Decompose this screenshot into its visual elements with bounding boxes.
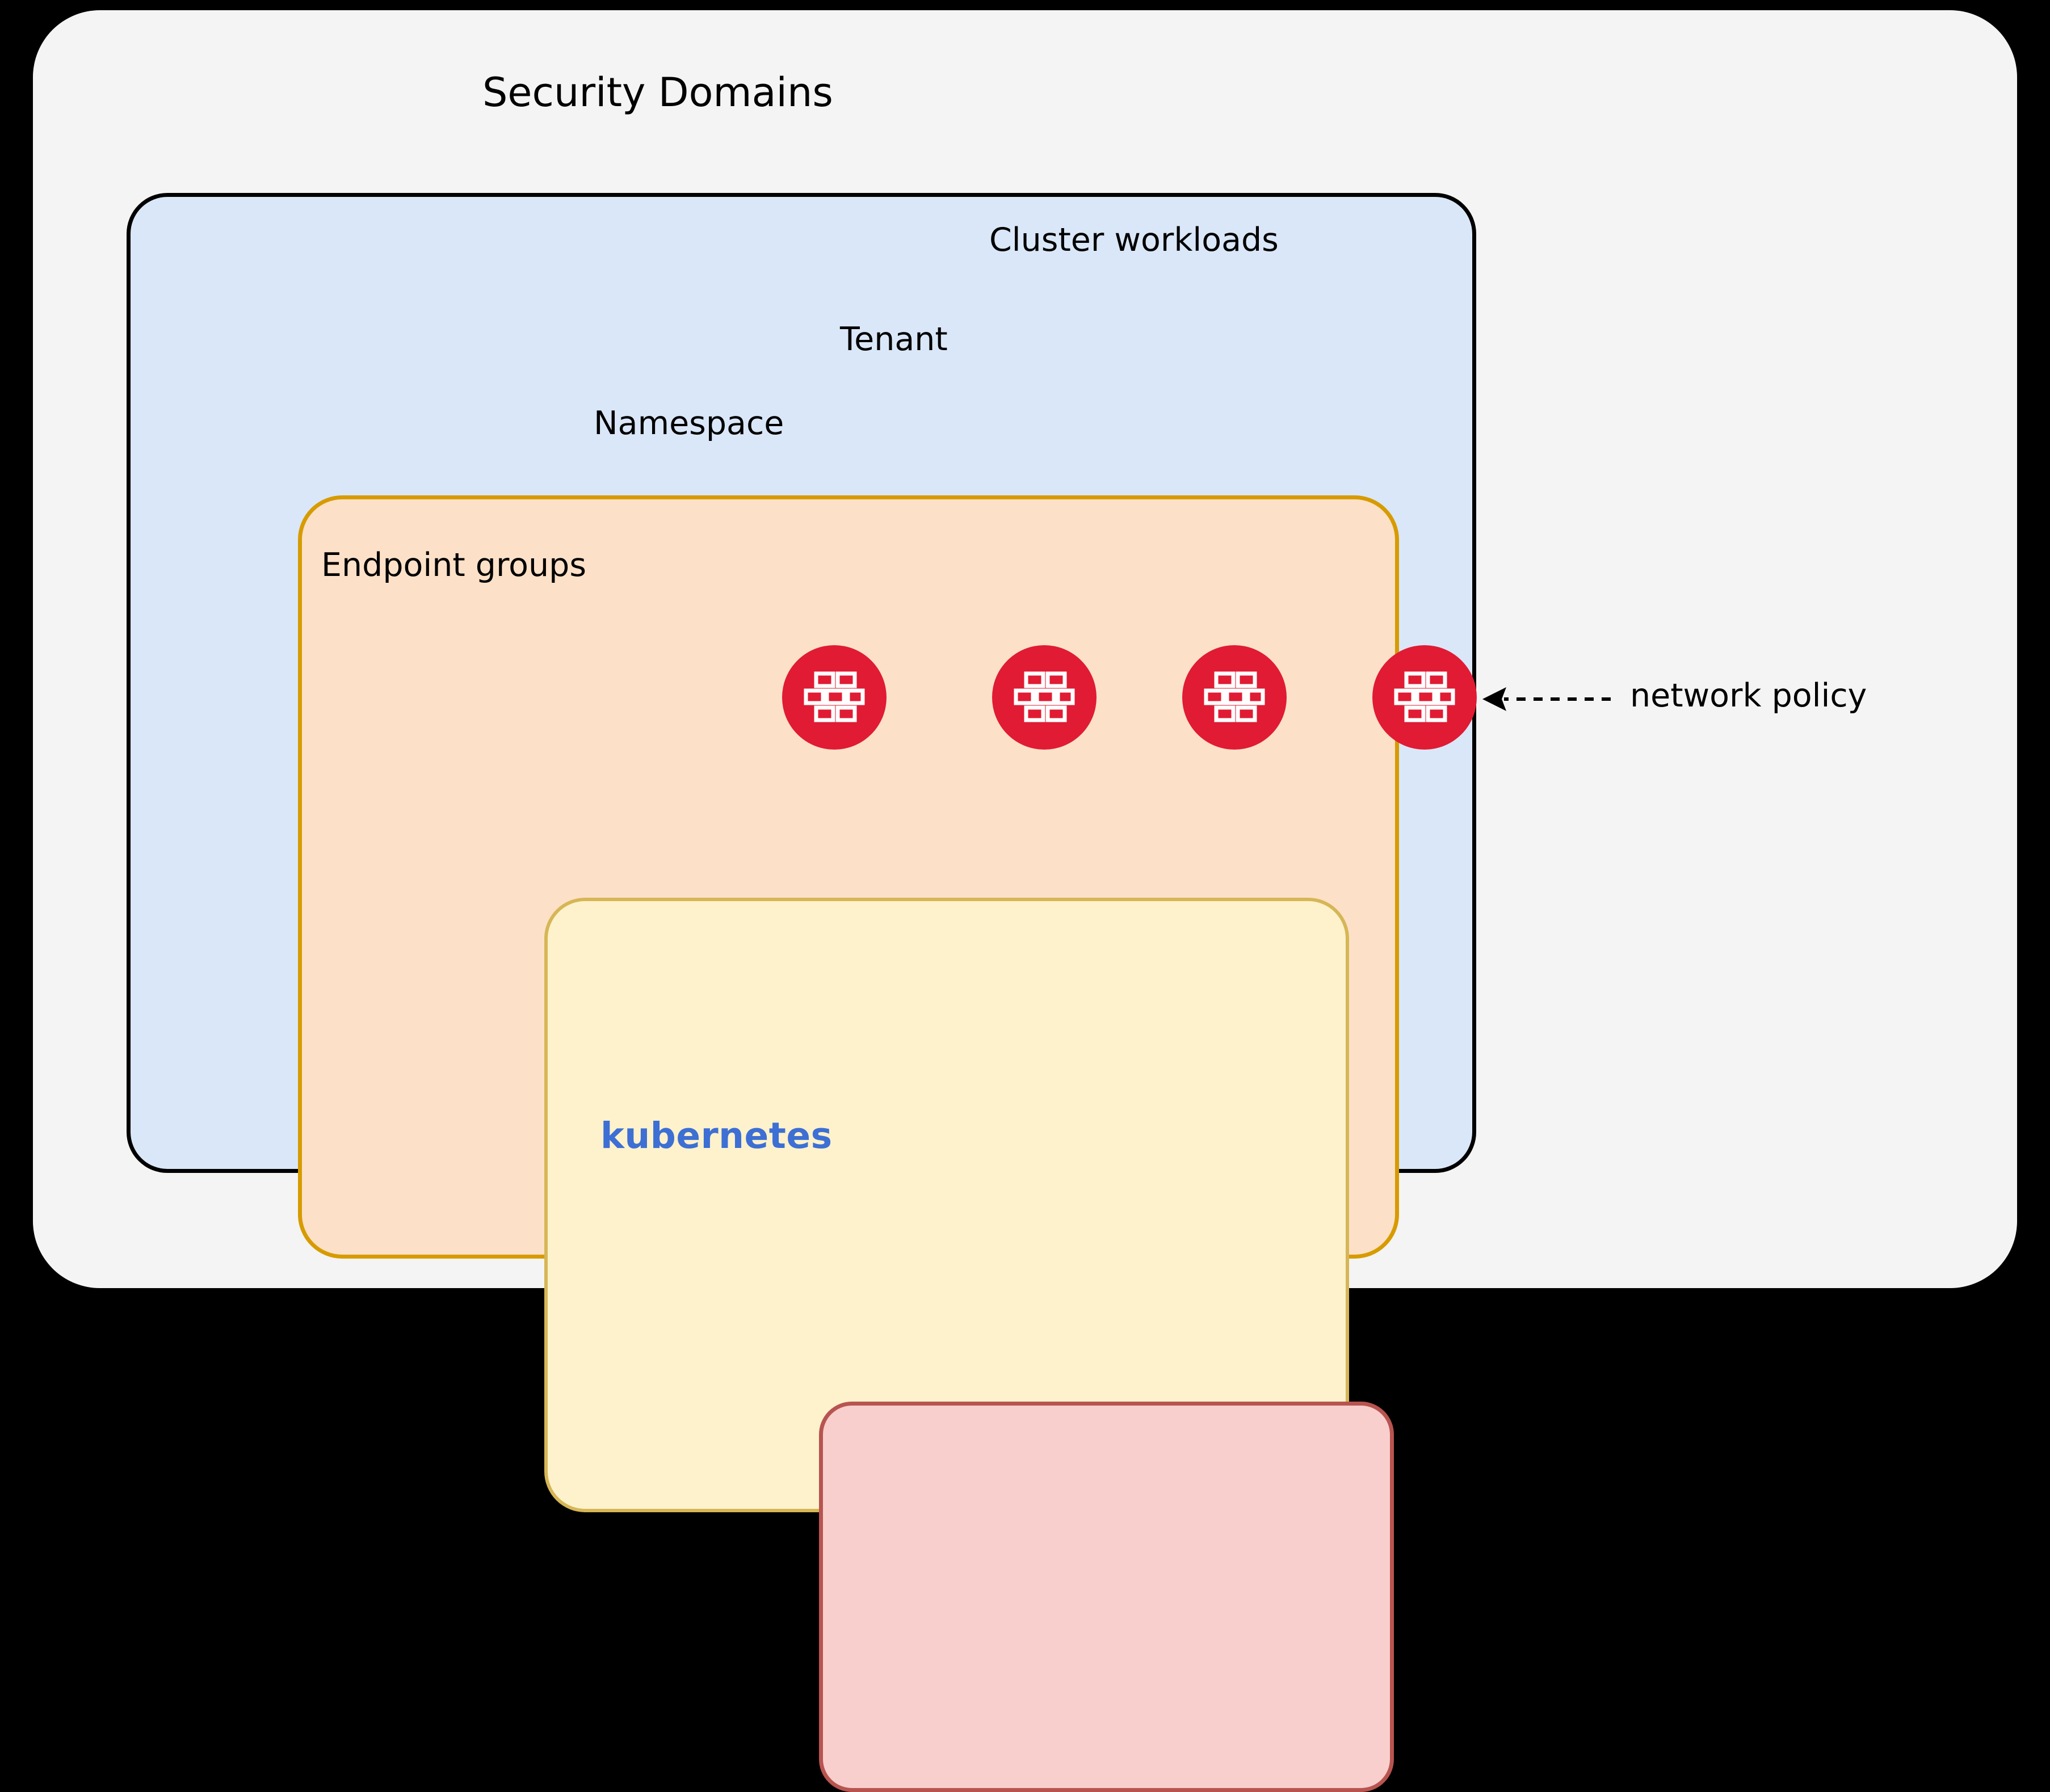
- network-policy-connector: [1480, 672, 1991, 726]
- dashed-arrow-left-icon: [1482, 687, 1611, 711]
- policy-node-tenant[interactable]: [1182, 645, 1287, 750]
- firewall-brick-wall-icon: [804, 671, 865, 722]
- firewall-brick-wall-icon: [1394, 671, 1455, 722]
- endpoint-groups-label: Endpoint groups: [321, 546, 587, 584]
- cluster-workloads-label: Cluster workloads: [989, 221, 1279, 259]
- namespace-label: Namespace: [594, 405, 784, 442]
- kubernetes-logo-label: kubernetes: [600, 1115, 833, 1156]
- diagram-canvas: Security Domains Cluster workloads Tenan…: [33, 10, 2017, 1792]
- network-policy-label: network policy: [1630, 677, 1867, 714]
- endpoint-groups-container: [819, 1402, 1394, 1792]
- security-domains-title: Security Domains: [482, 69, 833, 116]
- tenant-container: [298, 495, 1399, 1792]
- policy-node-outer[interactable]: [1372, 645, 1477, 750]
- policy-node-namespace[interactable]: [992, 645, 1097, 750]
- policy-node-endpoint-groups[interactable]: [782, 645, 887, 750]
- tenant-label: Tenant: [840, 321, 948, 358]
- firewall-brick-wall-icon: [1014, 671, 1075, 722]
- namespace-container: [544, 898, 1394, 1792]
- firewall-brick-wall-icon: [1204, 671, 1265, 722]
